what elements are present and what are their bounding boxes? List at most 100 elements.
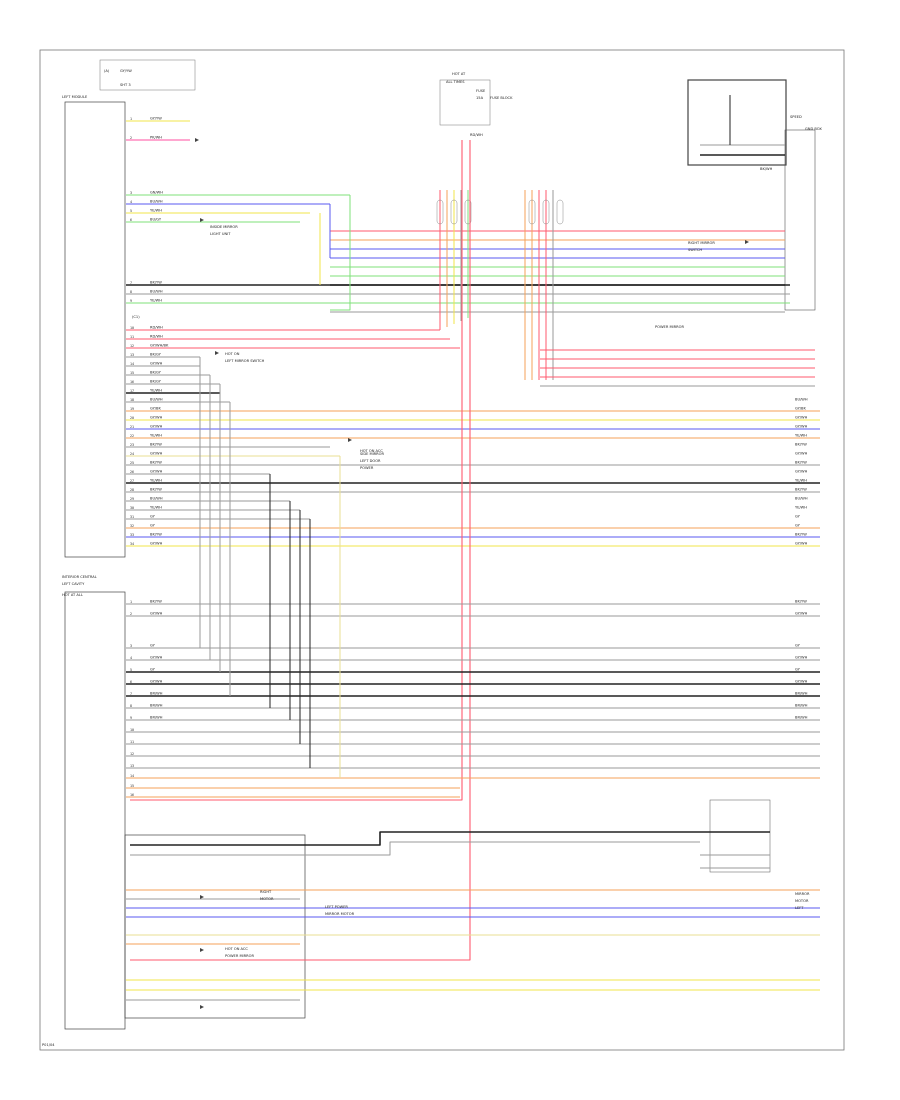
lower-pin-0: 1 <box>130 600 132 604</box>
upper-pin-18: 19 <box>130 407 134 411</box>
wire-group <box>126 95 820 1009</box>
wire-label-0: GY/YW <box>150 117 162 121</box>
wire-label-right-32: BK/YW <box>795 533 807 537</box>
lower-inner-box <box>124 834 306 1019</box>
upper-pin-12: 13 <box>130 353 134 357</box>
right-bottom-label-2: MOTOR <box>795 899 809 903</box>
splice-arrow-icon <box>348 438 352 442</box>
upper-module-sub-label: (C1) <box>132 315 140 319</box>
wire-label-right-39: GY/WH <box>795 680 808 684</box>
upper-pin-16: 17 <box>130 389 134 393</box>
wire-label-17: BU/WH <box>150 398 163 402</box>
wire-label-41: BR/WH <box>150 704 163 708</box>
upper-pin-20: 21 <box>130 425 134 429</box>
mid-note-3: HOT ON <box>225 352 240 356</box>
upper-pin-14: 15 <box>130 371 134 375</box>
upper-pin-23: 24 <box>130 452 134 456</box>
lower-pin-7: 8 <box>130 704 132 708</box>
splice-arrow-icon <box>215 351 219 355</box>
upper-pin-0: 1 <box>130 117 132 121</box>
lower-pin-14: 15 <box>130 784 134 788</box>
wire-label-18: GY/BK <box>150 407 161 411</box>
wire-label-30: GY <box>150 515 156 519</box>
wire-label-right-28: BU/WH <box>795 497 808 501</box>
right-bottom-label-1: MIRROR <box>795 892 810 896</box>
top-left-label-b: GY/YW <box>120 69 132 73</box>
splice-arrow-icon <box>200 218 204 222</box>
wire-label-15: BK/GY <box>150 380 162 384</box>
upper-pin-9: 10 <box>130 326 134 330</box>
wire-label-right-30: GY <box>795 515 801 519</box>
wire-label-10: RD/WH <box>150 335 163 339</box>
connector-pin-1 <box>450 199 458 225</box>
wire-label-38: GY <box>150 668 156 672</box>
wire-label-group: GY/YWPK/WHGN/WHBU/WHYE/WHBU/GYBK/YWBU/WH… <box>150 117 808 720</box>
wire-label-right-26: YE/WH <box>795 479 807 483</box>
right-bottom-label-3: LEFT <box>795 906 804 910</box>
wire-label-13: GY/WH <box>150 362 163 366</box>
wire-label-right-38: GY <box>795 668 801 672</box>
mid-note-4: LEFT MIRROR SWITCH <box>225 359 265 363</box>
bottom-note-3: HOT ON ACC <box>225 947 248 951</box>
wire-label-31: GY <box>150 524 156 528</box>
wire-label-33: GY/WH <box>150 542 163 546</box>
splice-arrow-icon <box>200 948 204 952</box>
upper-pin-30: 31 <box>130 515 134 519</box>
lower-pin-6: 7 <box>130 692 132 696</box>
top-center-fuse-c: FUSE BLOCK <box>490 96 513 100</box>
top-center-fuse-a: FUSE <box>476 89 486 93</box>
top-right-label-3: BK/WH <box>760 167 773 171</box>
top-center-fuse-box <box>439 79 491 126</box>
wire-label-40: BR/WH <box>150 692 163 696</box>
lower-pin-4: 5 <box>130 668 132 672</box>
wire-label-42: BR/WH <box>150 716 163 720</box>
bottom-note-6: MOTOR <box>260 897 274 901</box>
door-note-1: SIDE MIRROR <box>360 452 385 456</box>
wire-label-16: YE/WH <box>150 389 162 393</box>
wire-label-39: GY/WH <box>150 680 163 684</box>
connector-pin-4 <box>542 199 550 225</box>
lower-pin-3: 4 <box>130 656 132 660</box>
bottom-note-1: LEFT POWER <box>325 905 348 909</box>
wire-label-14: BK/GY <box>150 371 162 375</box>
upper-pin-24: 25 <box>130 461 134 465</box>
wire-label-right-20: GY/WH <box>795 425 808 429</box>
lower-module-sub-label: LEFT CAVITY <box>62 582 85 586</box>
splice-arrow-icon <box>195 138 199 142</box>
wire-label-29: YE/WH <box>150 506 162 510</box>
upper-pin-11: 12 <box>130 344 134 348</box>
door-note-3: POWER <box>360 466 374 470</box>
upper-pin-21: 22 <box>130 434 134 438</box>
upper-pin-28: 29 <box>130 497 134 501</box>
upper-pin-3: 4 <box>130 200 132 204</box>
upper-pin-13: 14 <box>130 362 134 366</box>
lower-pin-10: 11 <box>130 740 134 744</box>
wire-label-25: GY/WH <box>150 470 163 474</box>
wire-label-right-19: GY/WH <box>795 416 808 420</box>
lower-pin-9: 10 <box>130 728 134 732</box>
wire-label-right-23: GY/WH <box>795 452 808 456</box>
wire-label-5: BU/GY <box>150 218 162 222</box>
upper-pin-22: 23 <box>130 443 134 447</box>
wire-label-9: RD/WH <box>150 326 163 330</box>
wire-label-right-29: YE/WH <box>795 506 807 510</box>
wire-label-11: GY/WH/BK <box>150 344 169 348</box>
wire-label-right-35: GY/WH <box>795 612 808 616</box>
splice-arrow-icon <box>200 895 204 899</box>
wire-label-24: BK/YW <box>150 461 162 465</box>
upper-pin-10: 11 <box>130 335 134 339</box>
upper-pin-1: 2 <box>130 136 132 140</box>
wire-label-34: BK/YW <box>150 600 162 604</box>
rr-module-label-1: RIGHT MIRROR <box>688 241 715 245</box>
mid-note-1: INSIDE MIRROR <box>210 225 238 229</box>
footer-label: P01/04 <box>42 1043 55 1047</box>
wire-label-27: BK/YW <box>150 488 162 492</box>
upper-pin-29: 30 <box>130 506 134 510</box>
bottom-note-5: RIGHT <box>260 890 272 894</box>
wire-label-32: BK/YW <box>150 533 162 537</box>
top-right-label-1: SPEED <box>790 115 802 119</box>
lower-pin-15: 16 <box>130 793 134 797</box>
connector-pin-5 <box>556 199 564 225</box>
bottom-right-switch <box>709 799 771 873</box>
